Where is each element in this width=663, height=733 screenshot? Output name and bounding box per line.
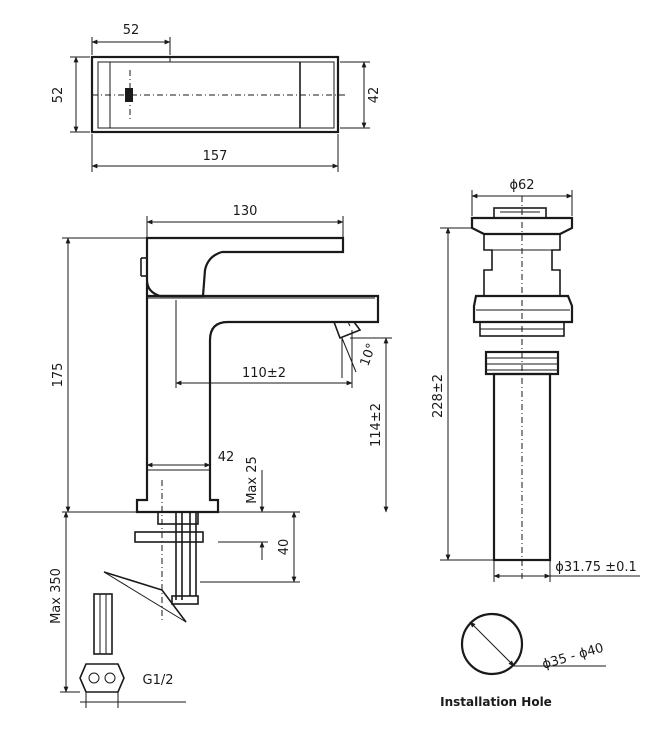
dim-hose-length: Max 350 bbox=[49, 568, 64, 624]
dim-drain-pipe-diameter: ϕ31.75 ±0.1 bbox=[555, 560, 637, 575]
dim-top-right-height: 42 bbox=[367, 87, 382, 104]
dim-drain-head-diameter: ϕ62 bbox=[509, 178, 534, 193]
dim-max-thickness: Max 25 bbox=[245, 456, 260, 504]
top-view bbox=[70, 37, 370, 172]
dim-spout-length: 130 bbox=[233, 204, 258, 219]
installation-hole-view bbox=[460, 612, 606, 676]
dim-spout-angle: 10° bbox=[358, 341, 380, 368]
dim-shank-length: 40 bbox=[277, 539, 292, 556]
dim-drain-height: 228±2 bbox=[431, 374, 446, 418]
dim-thread: G1/2 bbox=[143, 673, 174, 688]
dim-spout-height: 114±2 bbox=[369, 403, 384, 447]
dim-reach: 110±2 bbox=[242, 366, 286, 381]
installation-hole-caption: Installation Hole bbox=[440, 695, 552, 709]
dim-top-width: 52 bbox=[123, 23, 140, 38]
dim-overall-height: 175 bbox=[51, 363, 66, 388]
side-view bbox=[60, 216, 392, 708]
dim-top-left-height: 52 bbox=[51, 87, 66, 104]
dim-base-width: 42 bbox=[218, 450, 235, 465]
dim-top-length: 157 bbox=[203, 149, 228, 164]
drain-view bbox=[440, 190, 640, 582]
dim-hole-diameter: ϕ35 - ϕ40 bbox=[541, 641, 606, 673]
